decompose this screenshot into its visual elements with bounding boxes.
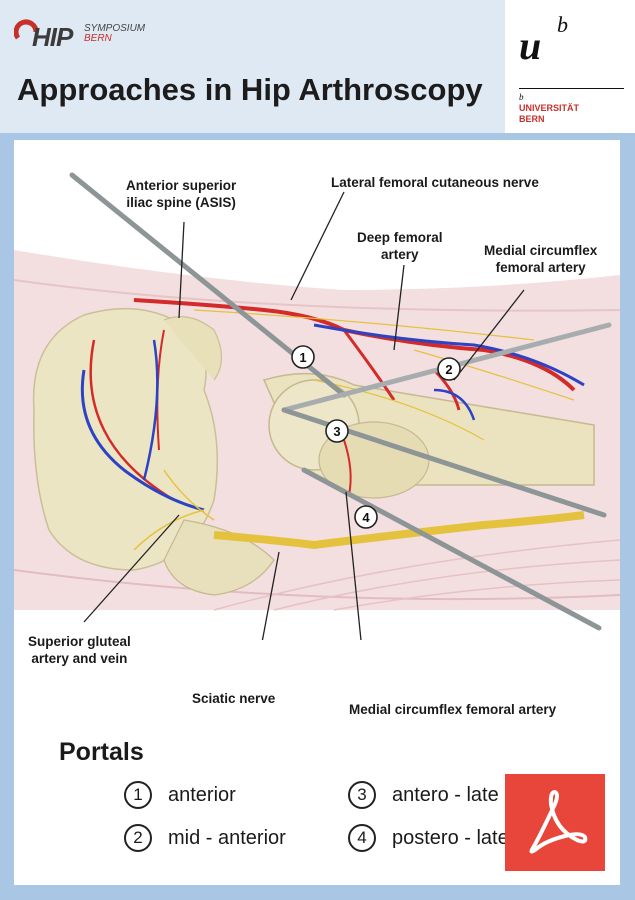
university-name: UNIVERSITÄT BERN <box>519 103 579 125</box>
label-medial-circumflex-top: Medial circumflex femoral artery <box>484 242 597 276</box>
vein <box>80 369 205 512</box>
label-medial-circumflex-bottom: Medial circumflex femoral artery <box>349 702 557 717</box>
portal-item-4[interactable]: 4 postero - late <box>348 824 509 852</box>
label-deep-line1: Deep femoral <box>357 230 443 245</box>
label-asis: Anterior superior iliac spine (ASIS) <box>126 177 236 211</box>
label-asis-line1: Anterior superior <box>126 178 237 193</box>
label-lateral-femoral-cutaneous-nerve: Lateral femoral cutaneous nerve <box>331 175 539 190</box>
portal-number-4: 4 <box>348 824 376 852</box>
sciatic-nerve-path <box>213 511 585 550</box>
logo-symposium: SYMPOSIUM <box>84 23 146 34</box>
portal-name-2: mid - anterior <box>168 826 286 849</box>
portal-number-2: 2 <box>124 824 152 852</box>
label-superior-gluteal: Superior gluteal artery and vein <box>28 633 131 667</box>
label-sgav-line1: Superior gluteal <box>28 634 131 649</box>
university-name-line2: BERN <box>519 114 545 124</box>
label-deep-femoral-artery: Deep femoral artery <box>357 229 443 263</box>
page-title: Approaches in Hip Arthroscopy <box>17 72 483 107</box>
portal-4-instrument <box>301 467 602 631</box>
label-sgav-line2: artery and vein <box>31 651 128 666</box>
portal-marker-2[interactable]: 2 <box>437 357 461 381</box>
label-sciatic-nerve: Sciatic nerve <box>192 691 276 706</box>
portal-marker-4[interactable]: 4 <box>354 505 378 529</box>
portal-number-1: 1 <box>124 781 152 809</box>
portal-item-2[interactable]: 2 mid - anterior <box>124 824 286 852</box>
portal-number-3: 3 <box>348 781 376 809</box>
ub-divider <box>519 88 624 89</box>
hip-anatomy-illustration: 1 2 3 4 <box>14 172 620 640</box>
logo-hip: HIP <box>32 22 73 52</box>
label-mcfa-top-line1: Medial circumflex <box>484 243 598 258</box>
portal-name-3: antero - late <box>392 783 499 806</box>
portals-heading: Portals <box>59 738 144 766</box>
header-banner: HIP SYMPOSIUM BERN Approaches in Hip Art… <box>0 0 635 133</box>
ub-mark-superscript: b <box>557 12 568 37</box>
portal-item-3[interactable]: 3 antero - late <box>348 781 499 809</box>
label-asis-line2: iliac spine (ASIS) <box>126 195 236 210</box>
portal-marker-1[interactable]: 1 <box>291 345 315 369</box>
logo-subtitle: SYMPOSIUM BERN <box>84 24 145 44</box>
university-name-line1: UNIVERSITÄT <box>519 103 580 113</box>
label-deep-line2: artery <box>381 247 419 262</box>
ub-small-b: b <box>519 92 524 102</box>
content-card: 1 2 3 4 Anterior superior iliac spine (A… <box>14 140 620 885</box>
portal-name-1: anterior <box>168 783 236 806</box>
svg-text:2: 2 <box>445 362 452 377</box>
portal-marker-3[interactable]: 3 <box>325 419 349 443</box>
label-mcfa-top-line2: femoral artery <box>495 260 586 275</box>
pdf-download-button[interactable] <box>505 774 605 871</box>
svg-text:1: 1 <box>299 350 306 365</box>
portal-name-4: postero - late <box>392 826 509 849</box>
hip-logo-arc-icon <box>14 19 39 40</box>
svg-text:4: 4 <box>362 510 370 525</box>
acrobat-pdf-icon <box>529 790 588 854</box>
logo-city: BERN <box>84 33 112 44</box>
portal-item-1[interactable]: 1 anterior <box>124 781 236 809</box>
ub-mark: u <box>519 23 542 68</box>
ilium-bone <box>32 307 219 571</box>
svg-text:3: 3 <box>333 424 340 439</box>
university-logo[interactable]: u b b UNIVERSITÄT BERN <box>505 0 635 133</box>
